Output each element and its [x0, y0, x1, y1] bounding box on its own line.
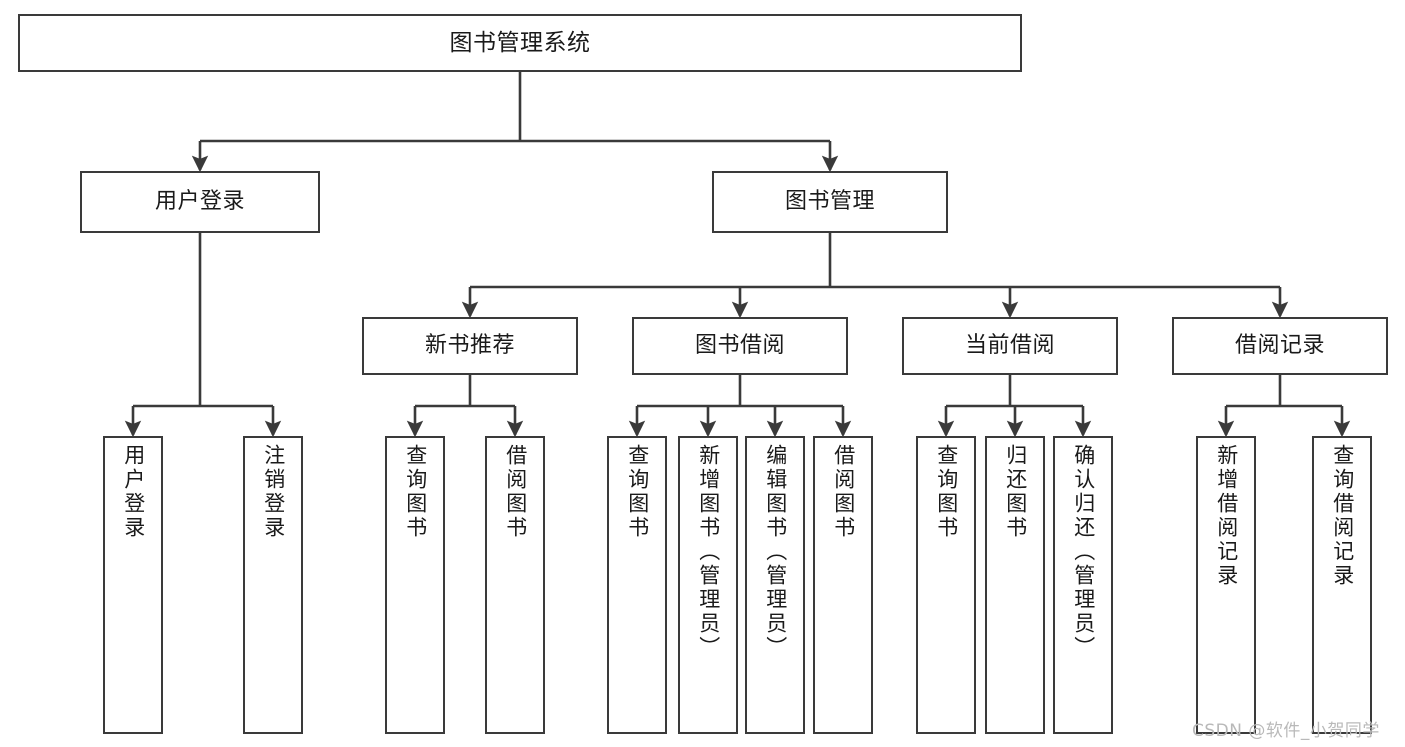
node-label: 查询图书 — [625, 444, 650, 540]
node-label: 当前借阅 — [964, 333, 1055, 359]
node-leaf-add-record[interactable]: 新增借阅记录 — [1196, 436, 1256, 734]
node-leaf-edit-book[interactable]: 编辑图书（管理员） — [745, 436, 805, 734]
node-book-borrow[interactable]: 图书借阅 — [632, 317, 848, 375]
node-label: 图书借阅 — [694, 333, 785, 359]
node-leaf-query-record[interactable]: 查询借阅记录 — [1312, 436, 1372, 734]
node-label: 新书推荐 — [424, 333, 515, 359]
node-label: 编辑图书（管理员） — [763, 444, 788, 660]
node-book-manage[interactable]: 图书管理 — [712, 171, 948, 233]
node-label: 查询借阅记录 — [1330, 444, 1355, 588]
node-label: 借阅图书 — [831, 444, 856, 540]
node-label: 查询图书 — [403, 444, 428, 540]
node-leaf-add-book[interactable]: 新增图书（管理员） — [678, 436, 738, 734]
node-current-borrow[interactable]: 当前借阅 — [902, 317, 1118, 375]
node-leaf-user-logout[interactable]: 注销登录 — [243, 436, 303, 734]
csdn-watermark: CSDN @软件_小贺同学 — [1192, 721, 1380, 741]
node-label: 图书管理 — [784, 189, 875, 215]
node-leaf-borrow-book-2[interactable]: 借阅图书 — [813, 436, 873, 734]
node-label: 用户登录 — [154, 189, 245, 215]
node-label: 图书管理系统 — [449, 29, 591, 56]
node-leaf-confirm-return[interactable]: 确认归还（管理员） — [1053, 436, 1113, 734]
node-leaf-return-book[interactable]: 归还图书 — [985, 436, 1045, 734]
node-label: 新增借阅记录 — [1214, 444, 1239, 588]
node-label: 归还图书 — [1003, 444, 1028, 540]
node-leaf-borrow-book-1[interactable]: 借阅图书 — [485, 436, 545, 734]
node-root[interactable]: 图书管理系统 — [18, 14, 1022, 72]
node-label: 查询图书 — [934, 444, 959, 540]
node-label: 确认归还（管理员） — [1071, 444, 1096, 660]
node-label: 注销登录 — [261, 444, 286, 540]
node-leaf-query-book-3[interactable]: 查询图书 — [916, 436, 976, 734]
node-borrow-record[interactable]: 借阅记录 — [1172, 317, 1388, 375]
node-leaf-query-book-2[interactable]: 查询图书 — [607, 436, 667, 734]
node-label: 用户登录 — [121, 444, 146, 540]
node-user-login[interactable]: 用户登录 — [80, 171, 320, 233]
node-new-book-rec[interactable]: 新书推荐 — [362, 317, 578, 375]
node-leaf-user-login[interactable]: 用户登录 — [103, 436, 163, 734]
node-label: 借阅图书 — [503, 444, 528, 540]
node-leaf-query-book-1[interactable]: 查询图书 — [385, 436, 445, 734]
node-label: 新增图书（管理员） — [696, 444, 721, 660]
node-label: 借阅记录 — [1234, 333, 1325, 359]
